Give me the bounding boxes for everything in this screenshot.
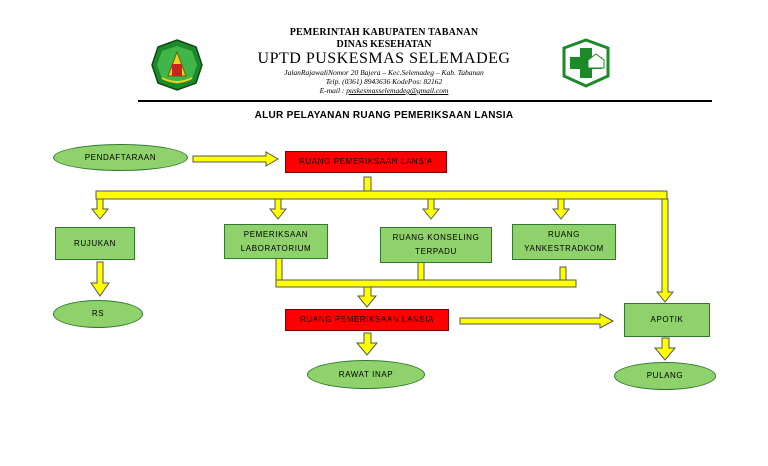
node-konseling-label-2: TERPADU [415, 247, 457, 256]
node-ruang-pemeriksaan-2-label: RUANG PEMERIKSAAN LANSIA [300, 315, 434, 324]
node-yankestradkom-label-1: RUANG [548, 230, 580, 239]
node-yankestradkom-label-2: YANKESTRADKOM [524, 244, 604, 253]
node-konseling: RUANG KONSELING TERPADU [380, 227, 492, 263]
arrow-rujukan-to-rs [90, 261, 110, 297]
arrow-collection-to-ruang2 [356, 286, 378, 308]
node-konseling-label-1: RUANG KONSELING [392, 233, 480, 242]
header-government: PEMERINTAH KABUPATEN TABANAN [289, 27, 479, 38]
arrow-pendaftaran-to-ruang [192, 151, 279, 167]
node-rs-label: RS [91, 309, 105, 318]
header-phone: Telp. (0361) 8943636 KodePos: 82162 [325, 77, 443, 86]
node-apotik-label: APOTIK [650, 315, 684, 324]
header-email: E-mail : puskesmasselemadeg@gmail.com [0, 86, 768, 95]
node-rujukan: RUJUKAN [55, 227, 135, 260]
node-pulang-label: PULANG [646, 371, 684, 380]
arrow-apotik-to-pulang [653, 337, 677, 361]
header-divider [138, 100, 712, 102]
node-apotik: APOTIK [624, 303, 710, 337]
connector-lab-return [275, 256, 283, 281]
node-yankestradkom: RUANG YANKESTRADKOM [512, 224, 616, 260]
diagram-title: ALUR PELAYANAN RUANG PEMERIKSAAN LANSIA [254, 110, 514, 121]
tabanan-regency-seal-icon [151, 39, 203, 91]
node-laboratorium-label-2: LABORATORIUM [240, 243, 312, 253]
arrow-to-yankestradkom [551, 198, 571, 220]
header-email-label: E-mail : [319, 86, 345, 95]
node-ruang-pemeriksaan-1-label: RUANG PEMERIKSAAN LANSIA [299, 157, 433, 166]
node-rs: RS [53, 300, 143, 328]
puskesmas-cross-icon [562, 38, 610, 88]
arrow-ruang2-to-apotik [459, 313, 615, 329]
header-email-address[interactable]: puskesmasselemadeg@gmail.com [346, 86, 449, 95]
connector-collection-bar [275, 279, 577, 288]
node-laboratorium-label-1: PEMERIKSAAN [243, 229, 309, 239]
connector-yankes-return [559, 266, 567, 281]
connector-distribution-bar [95, 190, 668, 200]
node-rujukan-label: RUJUKAN [74, 238, 116, 248]
arrow-to-apotik [655, 198, 675, 303]
node-ruang-pemeriksaan-2: RUANG PEMERIKSAAN LANSIA [285, 309, 449, 331]
arrow-to-konseling [421, 198, 441, 220]
connector-konseling-return [417, 261, 425, 281]
arrow-to-rujukan [90, 198, 110, 220]
arrow-to-laboratorium [268, 198, 288, 220]
connector-ruang-stem [363, 176, 372, 192]
node-laboratorium: PEMERIKSAAN LABORATORIUM [224, 224, 328, 259]
header-address: JalanRajawaliNomor 20 Bajera – Kec.Selem… [284, 68, 484, 77]
node-pulang: PULANG [614, 362, 716, 390]
node-pendaftaraan: PENDAFTARAAN [53, 144, 188, 171]
node-rawat-inap-label: RAWAT INAP [338, 369, 394, 379]
arrow-ruang2-to-rawat-inap [355, 332, 379, 356]
header-organization: UPTD PUSKESMAS SELEMADEG [257, 50, 511, 67]
node-pendaftaraan-label: PENDAFTARAAN [84, 152, 157, 162]
node-ruang-pemeriksaan-1: RUANG PEMERIKSAAN LANSIA [285, 151, 447, 173]
header-department: DINAS KESEHATAN [336, 39, 432, 50]
node-rawat-inap: RAWAT INAP [307, 360, 425, 389]
